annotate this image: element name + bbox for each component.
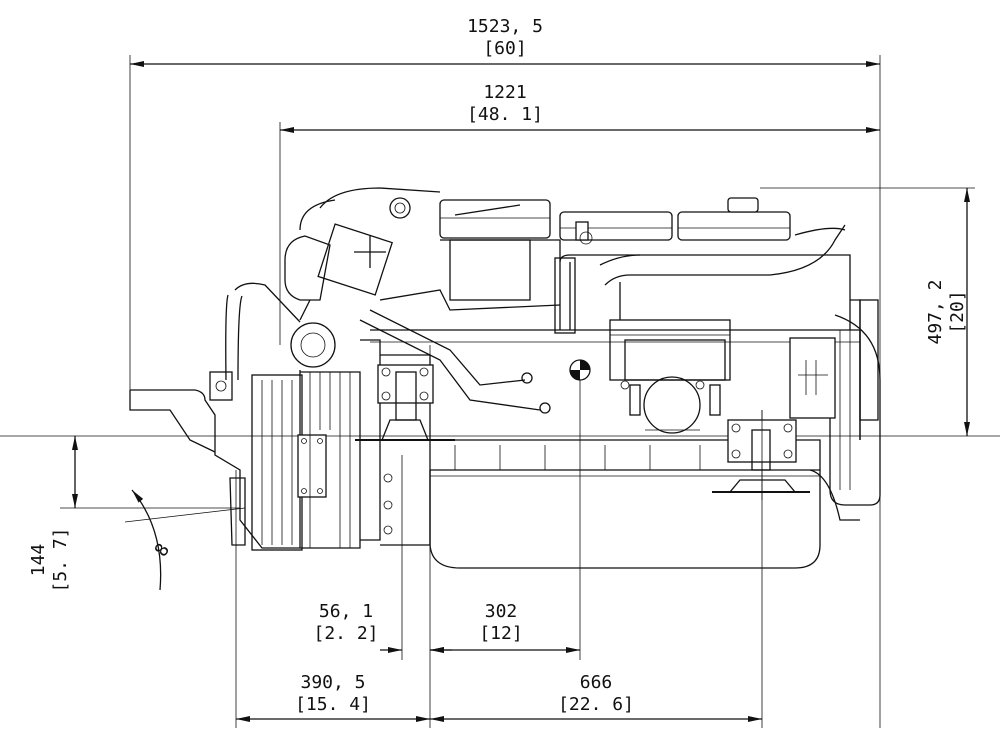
dim-mount-666-mm: 666: [580, 672, 613, 693]
dim-cog-302-in: [12]: [479, 623, 522, 644]
dim-overall-length-mm: 1523, 5: [467, 16, 543, 37]
center-of-gravity-icon: [569, 359, 591, 381]
engine-drawing: [129, 187, 881, 569]
dim-mount-390-in: [15. 4]: [295, 694, 371, 715]
dim-height-mm: 497, 2: [925, 279, 946, 344]
dim-overall-length-in: [60]: [483, 38, 526, 59]
dim-crank-offset-in: [5. 7]: [50, 527, 71, 592]
cylinder-head: [439, 197, 851, 334]
turbo-intake: [225, 187, 561, 414]
dim-length-1221-mm: 1221: [483, 82, 526, 103]
dimension-labels: 1523, 5 [60] 1221 [48. 1] 497, 2 [20] 14…: [28, 16, 968, 715]
dim-cog-302-mm: 302: [485, 601, 518, 622]
dim-crank-offset-mm: 144: [28, 544, 49, 577]
oil-sump: [429, 439, 821, 569]
dim-length-1221-in: [48. 1]: [467, 104, 543, 125]
bell-housing: [355, 339, 455, 546]
dim-mount-56-mm: 56, 1: [319, 601, 373, 622]
front-end: [712, 299, 881, 521]
dim-mount-390-mm: 390, 5: [300, 672, 365, 693]
dim-mount-666-in: [22. 6]: [558, 694, 634, 715]
dim-angle: 8: [151, 540, 174, 561]
dim-height-in: [20]: [947, 290, 968, 333]
dim-mount-56-in: [2. 2]: [313, 623, 378, 644]
transmission: [129, 370, 361, 551]
